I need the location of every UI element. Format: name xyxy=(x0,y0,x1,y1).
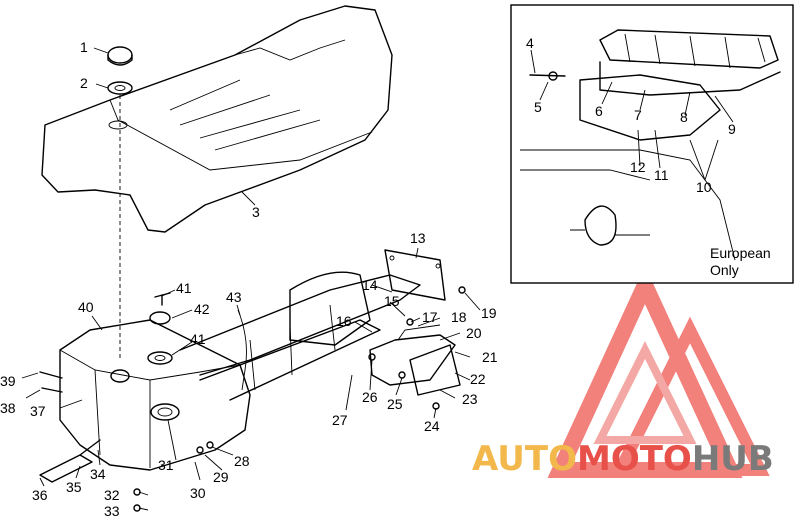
callout-39: 39 xyxy=(0,373,16,389)
callout-13: 13 xyxy=(410,230,426,246)
inset-european-rack xyxy=(510,4,794,284)
callout-28: 28 xyxy=(234,453,250,469)
callout-labels: 1 2 3 4 5 6 7 8 9 10 11 12 13 14 15 16 1… xyxy=(0,35,771,519)
cap-gasket-part xyxy=(107,81,133,95)
fuel-line-part xyxy=(39,439,101,483)
callout-43: 43 xyxy=(226,289,242,305)
callout-41b: 41 xyxy=(190,331,206,347)
callout-8: 8 xyxy=(680,109,688,125)
callout-15: 15 xyxy=(384,293,400,309)
callout-21: 21 xyxy=(482,349,498,365)
callout-5: 5 xyxy=(534,99,542,115)
fuel-cap-part xyxy=(107,46,133,66)
callout-2: 2 xyxy=(80,75,88,91)
mud-flap-part xyxy=(384,249,446,301)
callout-30: 30 xyxy=(190,485,206,501)
callout-6: 6 xyxy=(595,103,603,119)
callout-25: 25 xyxy=(387,396,403,412)
callout-12: 12 xyxy=(630,159,646,175)
cable-part xyxy=(237,309,247,391)
callout-23: 23 xyxy=(462,391,478,407)
callout-18: 18 xyxy=(451,309,467,325)
callout-17: 17 xyxy=(422,309,438,325)
callout-19: 19 xyxy=(481,305,497,321)
callout-16: 16 xyxy=(336,313,352,329)
callout-14: 14 xyxy=(362,277,378,293)
inset-note-line2: Only xyxy=(710,262,739,278)
callout-4: 4 xyxy=(526,35,534,51)
svg-text:AUTOMOTOHUB: AUTOMOTOHUB xyxy=(472,439,774,479)
callout-3: 3 xyxy=(252,204,260,220)
watermark-auto: AUTO xyxy=(472,439,577,479)
callout-29: 29 xyxy=(213,469,229,485)
fasteners xyxy=(39,286,466,512)
callout-38: 38 xyxy=(0,400,16,416)
callout-7: 7 xyxy=(634,107,642,123)
callout-33: 33 xyxy=(104,503,120,519)
callout-42: 42 xyxy=(194,301,210,317)
callout-36: 36 xyxy=(32,487,48,503)
watermark-moto: MOTO xyxy=(577,439,692,479)
callout-37: 37 xyxy=(30,403,46,419)
callout-35: 35 xyxy=(66,479,82,495)
inset-note-line1: European xyxy=(710,245,771,261)
watermark-text: AUTOMOTOHUB xyxy=(472,439,774,479)
callout-22: 22 xyxy=(470,371,486,387)
leader-lines xyxy=(21,47,734,511)
callout-10: 10 xyxy=(696,179,712,195)
watermark-logo xyxy=(547,265,770,478)
callout-27: 27 xyxy=(332,412,348,428)
callout-11: 11 xyxy=(654,167,669,183)
rear-frame-part xyxy=(179,271,421,401)
callout-9: 9 xyxy=(728,121,736,137)
callout-1: 1 xyxy=(80,39,88,55)
callout-26: 26 xyxy=(362,389,378,405)
callout-32: 32 xyxy=(104,487,120,503)
callout-34: 34 xyxy=(90,466,106,482)
callout-41a: 41 xyxy=(176,280,192,296)
seat-part xyxy=(41,5,393,233)
callout-40: 40 xyxy=(78,299,94,315)
callout-20: 20 xyxy=(466,325,482,341)
callout-24: 24 xyxy=(424,418,440,434)
taillight-housing-part xyxy=(369,324,461,396)
callout-31: 31 xyxy=(158,457,174,473)
fuel-tank-part xyxy=(59,319,251,471)
watermark-hub: HUB xyxy=(692,439,774,479)
